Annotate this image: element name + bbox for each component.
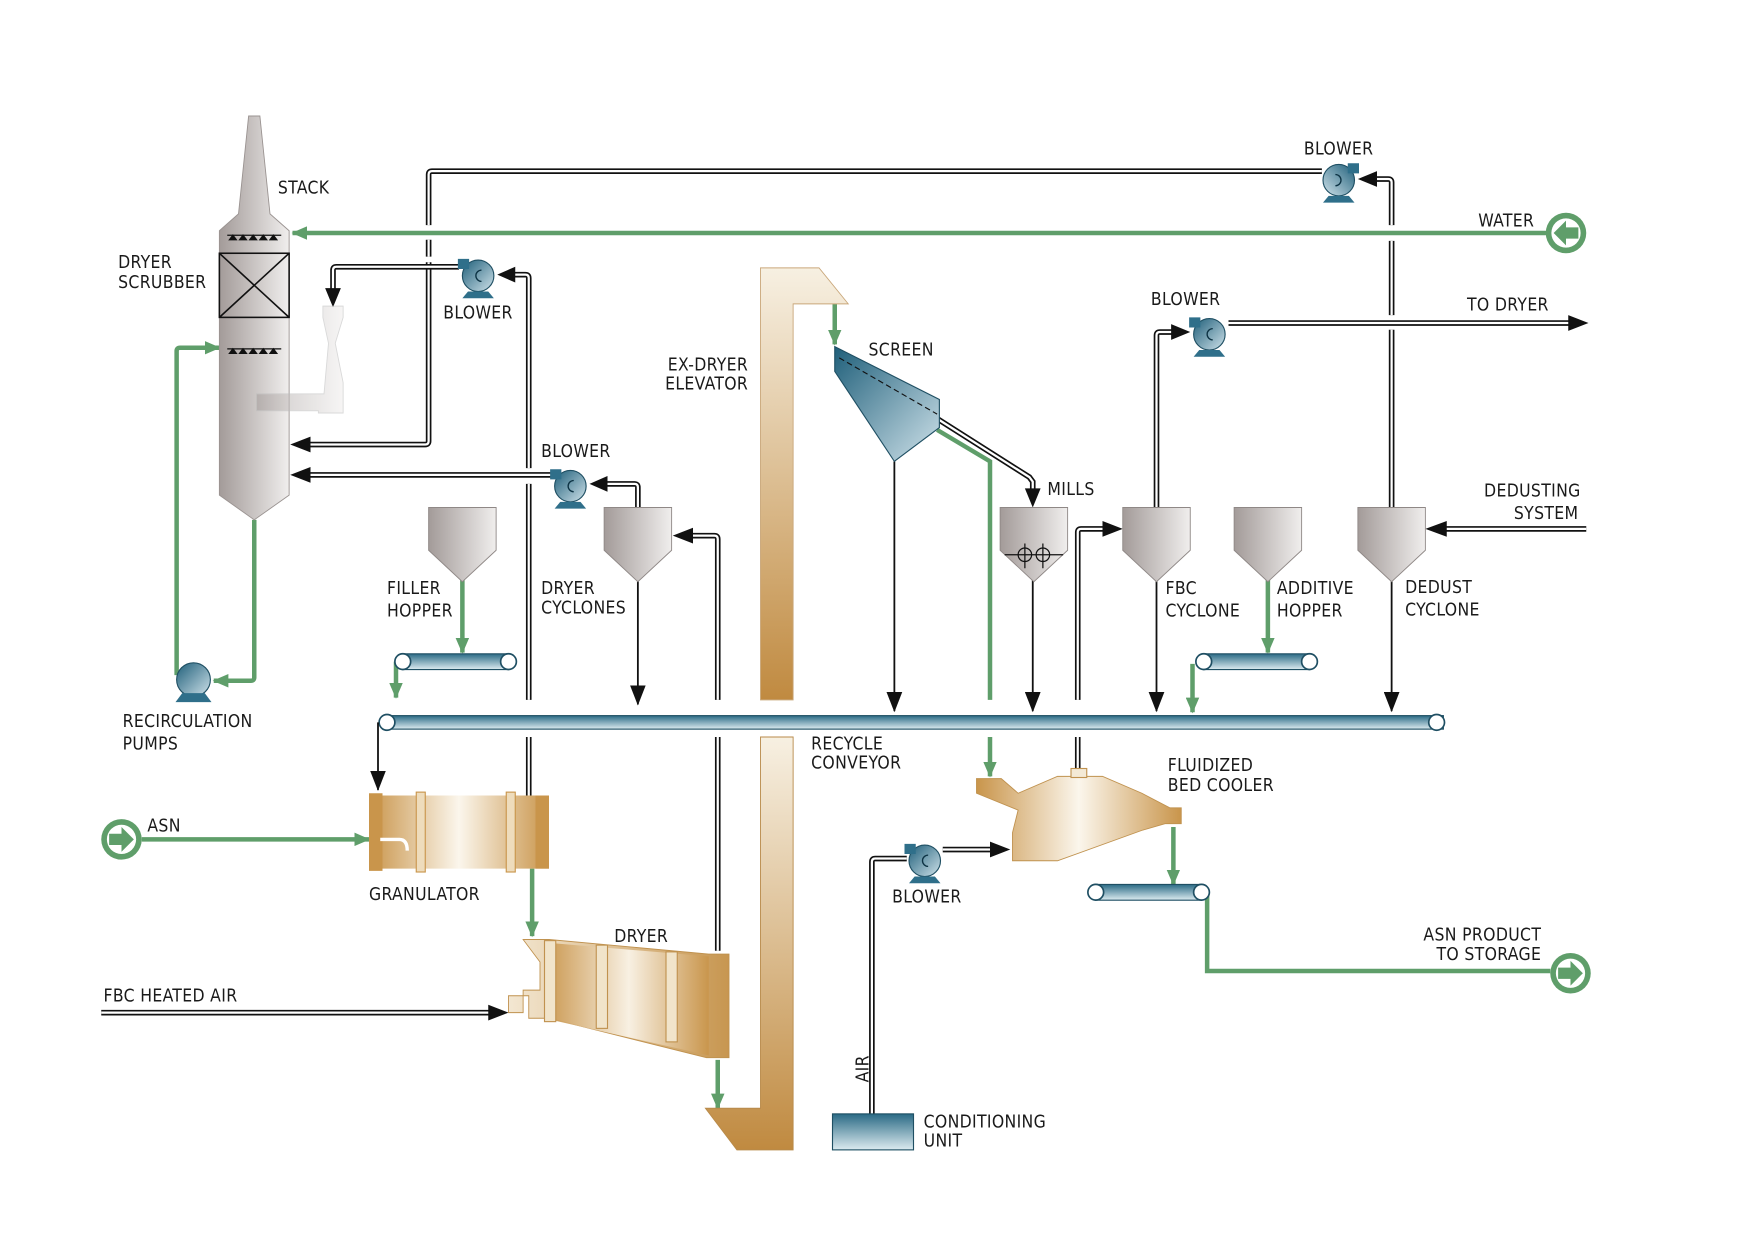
recirc-supply-line — [174, 341, 221, 676]
mill-rollers-icon — [1004, 543, 1064, 569]
blower-icon — [1322, 162, 1360, 204]
label-ex-dryer-elevator: ELEVATOR — [665, 374, 748, 394]
label-water: WATER — [1478, 211, 1534, 231]
blower-icon — [549, 468, 587, 510]
fbc-cyclone-vessel — [1122, 507, 1191, 583]
label-mills: MILLS — [1047, 480, 1094, 500]
label-screen: SCREEN — [869, 341, 934, 361]
label-dedust-cyclone: CYCLONE — [1405, 601, 1480, 621]
blower-icon — [1188, 316, 1226, 358]
label-granulator: GRANULATOR — [369, 885, 480, 905]
label-conditioning-unit: CONDITIONING — [924, 1112, 1046, 1132]
spray-nozzles-lower — [227, 347, 282, 355]
granulator-drum — [369, 791, 549, 873]
venturi — [256, 305, 344, 414]
ex-dryer-elevator — [704, 267, 850, 1151]
additive-conveyor — [1195, 652, 1319, 671]
dryer-drum — [508, 939, 730, 1059]
label-dryer: DRYER — [614, 927, 668, 947]
asn-inlet-icon — [101, 819, 142, 860]
label-dryer-scrubber: SCRUBBER — [118, 273, 206, 293]
label-recycle-conveyor: CONVEYOR — [811, 754, 901, 774]
label-fluidized-bed-cooler: FLUIDIZED — [1168, 756, 1253, 776]
pipe-cooler-to-fbc-cyclone — [1074, 521, 1123, 769]
packing-bed — [218, 252, 290, 319]
label-air: AIR — [854, 1055, 874, 1082]
screen-vessel — [834, 345, 940, 463]
label-asn-product: ASN PRODUCT — [1423, 926, 1541, 946]
pipe-blower-venturi — [325, 263, 532, 796]
pipe-dedust-to-blower — [1357, 171, 1395, 508]
label-asn-product: TO STORAGE — [1435, 945, 1541, 965]
pipe-air-to-blower — [869, 841, 1011, 1114]
pipe-cyclone-scrubber — [290, 467, 646, 706]
label-conditioning-unit: UNIT — [924, 1132, 963, 1152]
dryer-cyclone-vessel — [603, 507, 673, 583]
label-blower: BLOWER — [443, 304, 513, 324]
label-filler-hopper: HOPPER — [387, 602, 453, 622]
label-recirculation-pumps: RECIRCULATION — [123, 712, 253, 732]
label-dryer-cyclones: DRYER — [541, 579, 595, 599]
additive-hopper-vessel — [1233, 507, 1303, 583]
label-additive-hopper: HOPPER — [1277, 602, 1343, 622]
conditioning-unit — [831, 1113, 915, 1151]
product-to-storage-line — [1204, 894, 1551, 974]
pipe-scrubber-return — [290, 168, 1322, 453]
label-to-dryer: TO DRYER — [1466, 296, 1549, 316]
recirculation-pump-icon — [175, 662, 212, 703]
product-conveyor — [1087, 883, 1211, 901]
label-ex-dryer-elevator: EX-DRYER — [668, 355, 748, 375]
pipe-fbc-cyclone-to-blower — [1153, 315, 1589, 508]
label-fbc-cyclone: FBC — [1166, 579, 1197, 599]
recycle-conveyor — [378, 713, 1446, 732]
labels: STACK DRYER SCRUBBER BLOWER BLOWER BLOWE… — [104, 139, 1581, 1151]
label-dedusting-system: SYSTEM — [1514, 504, 1579, 524]
water-inlet-icon — [1545, 212, 1587, 254]
label-blower: BLOWER — [1151, 290, 1221, 310]
label-blower: BLOWER — [541, 442, 611, 462]
label-dedust-cyclone: DEDUST — [1405, 578, 1472, 598]
label-blower: BLOWER — [1304, 139, 1374, 159]
label-dedusting-system: DEDUSTING — [1484, 481, 1581, 501]
liquid-solid-flows — [141, 226, 1553, 1110]
label-recirculation-pumps: PUMPS — [123, 734, 179, 754]
screen-mesh — [838, 357, 938, 415]
dryer-scrubber — [218, 115, 344, 521]
label-dryer-cyclones: CYCLONES — [541, 598, 626, 618]
label-filler-hopper: FILLER — [387, 579, 441, 599]
pipe-dryer-to-cyclones — [672, 527, 721, 951]
label-asn: ASN — [147, 817, 180, 837]
gas-pipes — [101, 168, 1589, 1114]
pipe-dedusting-system-in — [1425, 521, 1587, 537]
filler-hopper-vessel — [428, 507, 497, 583]
label-recycle-conveyor: RECYCLE — [811, 734, 883, 754]
label-fbc-cyclone: CYCLONE — [1166, 602, 1241, 622]
mills-vessel — [999, 507, 1069, 583]
asn-product-outlet-icon — [1550, 953, 1591, 994]
filler-conveyor — [394, 652, 518, 671]
pipe-screen-to-mills — [935, 416, 1041, 508]
pipe-fbc-heated-air — [101, 1004, 509, 1021]
label-additive-hopper: ADDITIVE — [1277, 579, 1354, 599]
label-fluidized-bed-cooler: BED COOLER — [1168, 776, 1274, 796]
fluidized-bed-cooler — [976, 767, 1182, 862]
spray-nozzles-top — [227, 234, 282, 241]
label-blower: BLOWER — [892, 887, 962, 907]
dedust-cyclone-vessel — [1357, 507, 1426, 583]
label-dryer-scrubber: DRYER — [118, 253, 172, 273]
screen-product-line — [935, 427, 993, 700]
blower-icon — [903, 843, 942, 884]
blower-icon — [457, 258, 495, 299]
recirc-return-line — [212, 519, 257, 688]
label-fbc-heated-air: FBC HEATED AIR — [104, 986, 238, 1006]
label-stack: STACK — [278, 179, 330, 199]
